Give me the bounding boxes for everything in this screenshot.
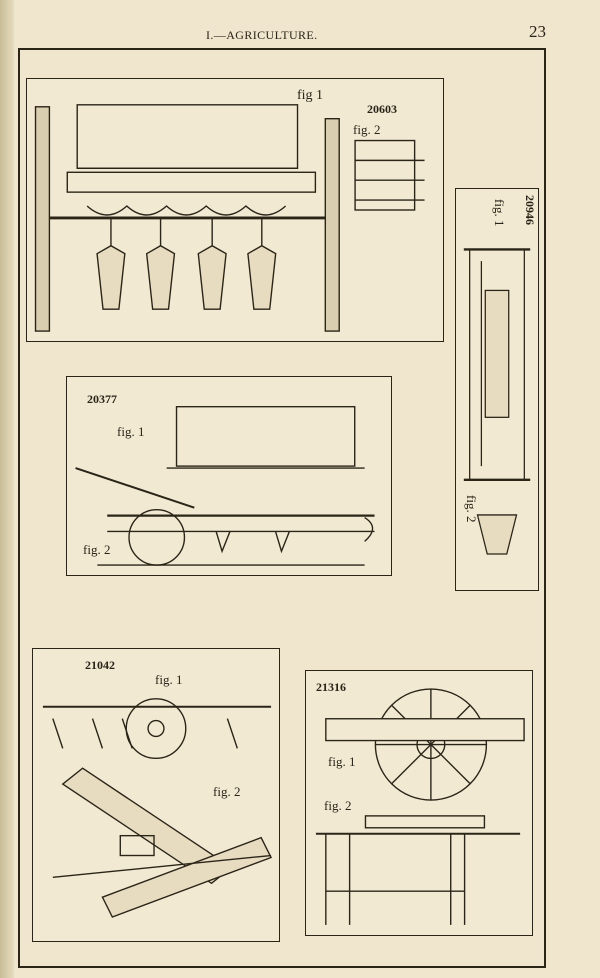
figure-label: fig 1 [297,88,324,103]
plate-20377: 20377 fig. 1 fig. 2 [66,376,392,576]
seed-planter-illustration [463,248,531,555]
figure-label: fig. 1 [155,672,183,687]
patent-number: 21316 [316,680,346,694]
plate-21316: 21316 fig. 1 fig. 2 [305,670,533,936]
figure-label: fig. 2 [464,495,479,523]
plate-21042: 21042 fig. 1 fig. 2 [32,648,280,942]
page-number: 23 [529,22,546,41]
figure-label: fig. 2 [83,542,111,557]
cultivator-illustration [75,406,375,566]
patent-number: 20377 [87,392,117,406]
patent-number: 20946 [523,195,537,225]
plate-20603: fig 1 20603 fig. 2 [26,78,444,342]
patent-number: 20603 [367,102,397,116]
figure-label: fig. 1 [328,754,356,769]
plate-20946: 20946 fig. 1 fig. 2 [455,188,539,591]
page-frame [18,48,546,968]
figure-label: fig. 2 [324,798,352,813]
thresher-illustration [315,688,525,925]
figure-label: fig. 1 [492,199,507,227]
seed-drill-illustration [34,104,425,332]
book-spine-shadow [0,0,14,978]
figure-label: fig. 2 [213,784,241,799]
figure-label: fig. 2 [353,122,381,137]
figure-label: fig. 1 [117,424,145,439]
patent-number: 21042 [85,658,115,672]
drill-illustration [42,698,273,918]
running-head: I.—AGRICULTURE. [206,28,318,42]
